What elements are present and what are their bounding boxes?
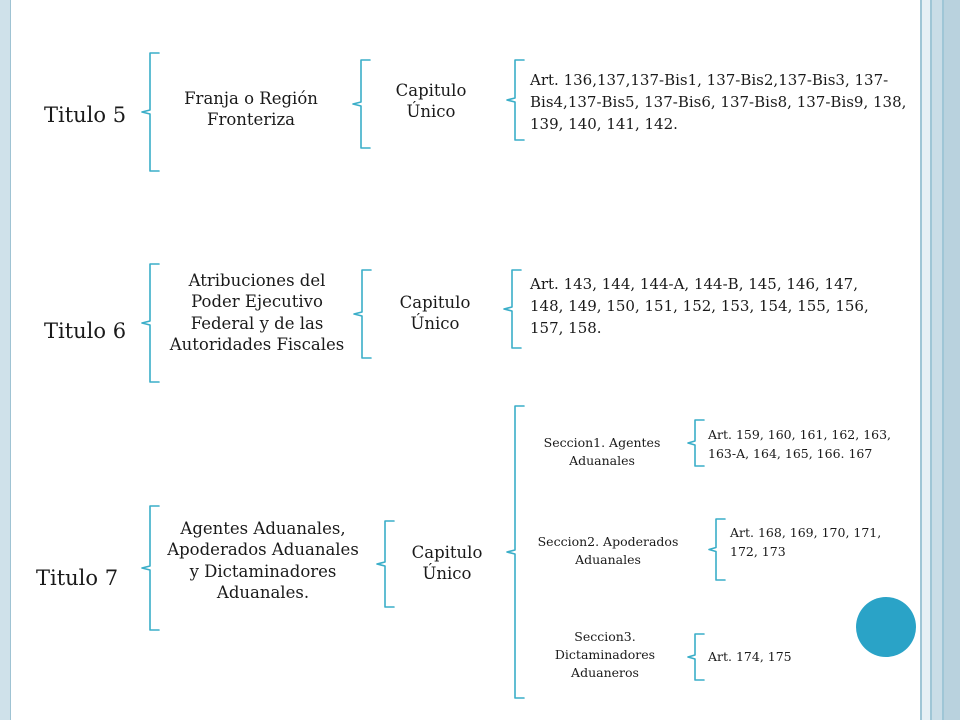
titulo-6-chapter: Capitulo Único: [399, 293, 471, 334]
bracket-chapter-5: [352, 59, 371, 149]
titulo-6-subject: Atribuciones del Poder Ejecutivo Federal…: [169, 271, 345, 355]
left-frame-border: [0, 0, 11, 720]
section-1-name: Seccion1. Agentes Aduanales: [543, 435, 661, 469]
titulo-5-articles: Art. 136,137,137-Bis1, 137-Bis2,137-Bis3…: [530, 71, 907, 133]
section-2-articles: Art. 168, 169, 170, 171, 172, 173: [730, 525, 882, 559]
titulo-6-articles: Art. 143, 144, 144-A, 144-B, 145, 146, 1…: [530, 275, 869, 337]
bracket-chapter-6: [353, 269, 372, 359]
section-3-name: Seccion3. Dictaminadores Aduaneros: [554, 629, 656, 681]
titulo-6-label: Titulo 6: [44, 319, 127, 343]
bracket-titulo-7: [141, 505, 160, 631]
titulo-7-label: Titulo 7: [36, 566, 119, 590]
bracket-titulo-5: [141, 52, 160, 172]
right-frame-border: [918, 0, 960, 720]
bracket-titulo-6: [141, 263, 160, 383]
titulo-5-subject: Franja o Región Fronteriza: [184, 89, 318, 130]
bracket-section-1-art: [687, 419, 705, 467]
bracket-chapter-7: [376, 520, 395, 608]
section-2-name: Seccion2. Apoderados Aduanales: [537, 534, 679, 568]
section-1-articles: Art. 159, 160, 161, 162, 163, 163-A, 164…: [708, 427, 892, 461]
bracket-section-2-art: [708, 518, 726, 581]
titulo-5-chapter: Capitulo Único: [395, 81, 467, 122]
titulo-5-label: Titulo 5: [44, 103, 127, 127]
bracket-articles-5: [506, 59, 525, 141]
accent-circle: [856, 597, 916, 657]
bracket-section-3-art: [687, 633, 705, 681]
titulo-7-subject: Agentes Aduanales, Apoderados Aduanales …: [167, 519, 359, 603]
titulo-7-chapter: Capitulo Único: [411, 543, 483, 584]
bracket-articles-6: [503, 269, 522, 349]
section-3-articles: Art. 174, 175: [708, 649, 792, 664]
bracket-sections-7: [506, 405, 525, 699]
